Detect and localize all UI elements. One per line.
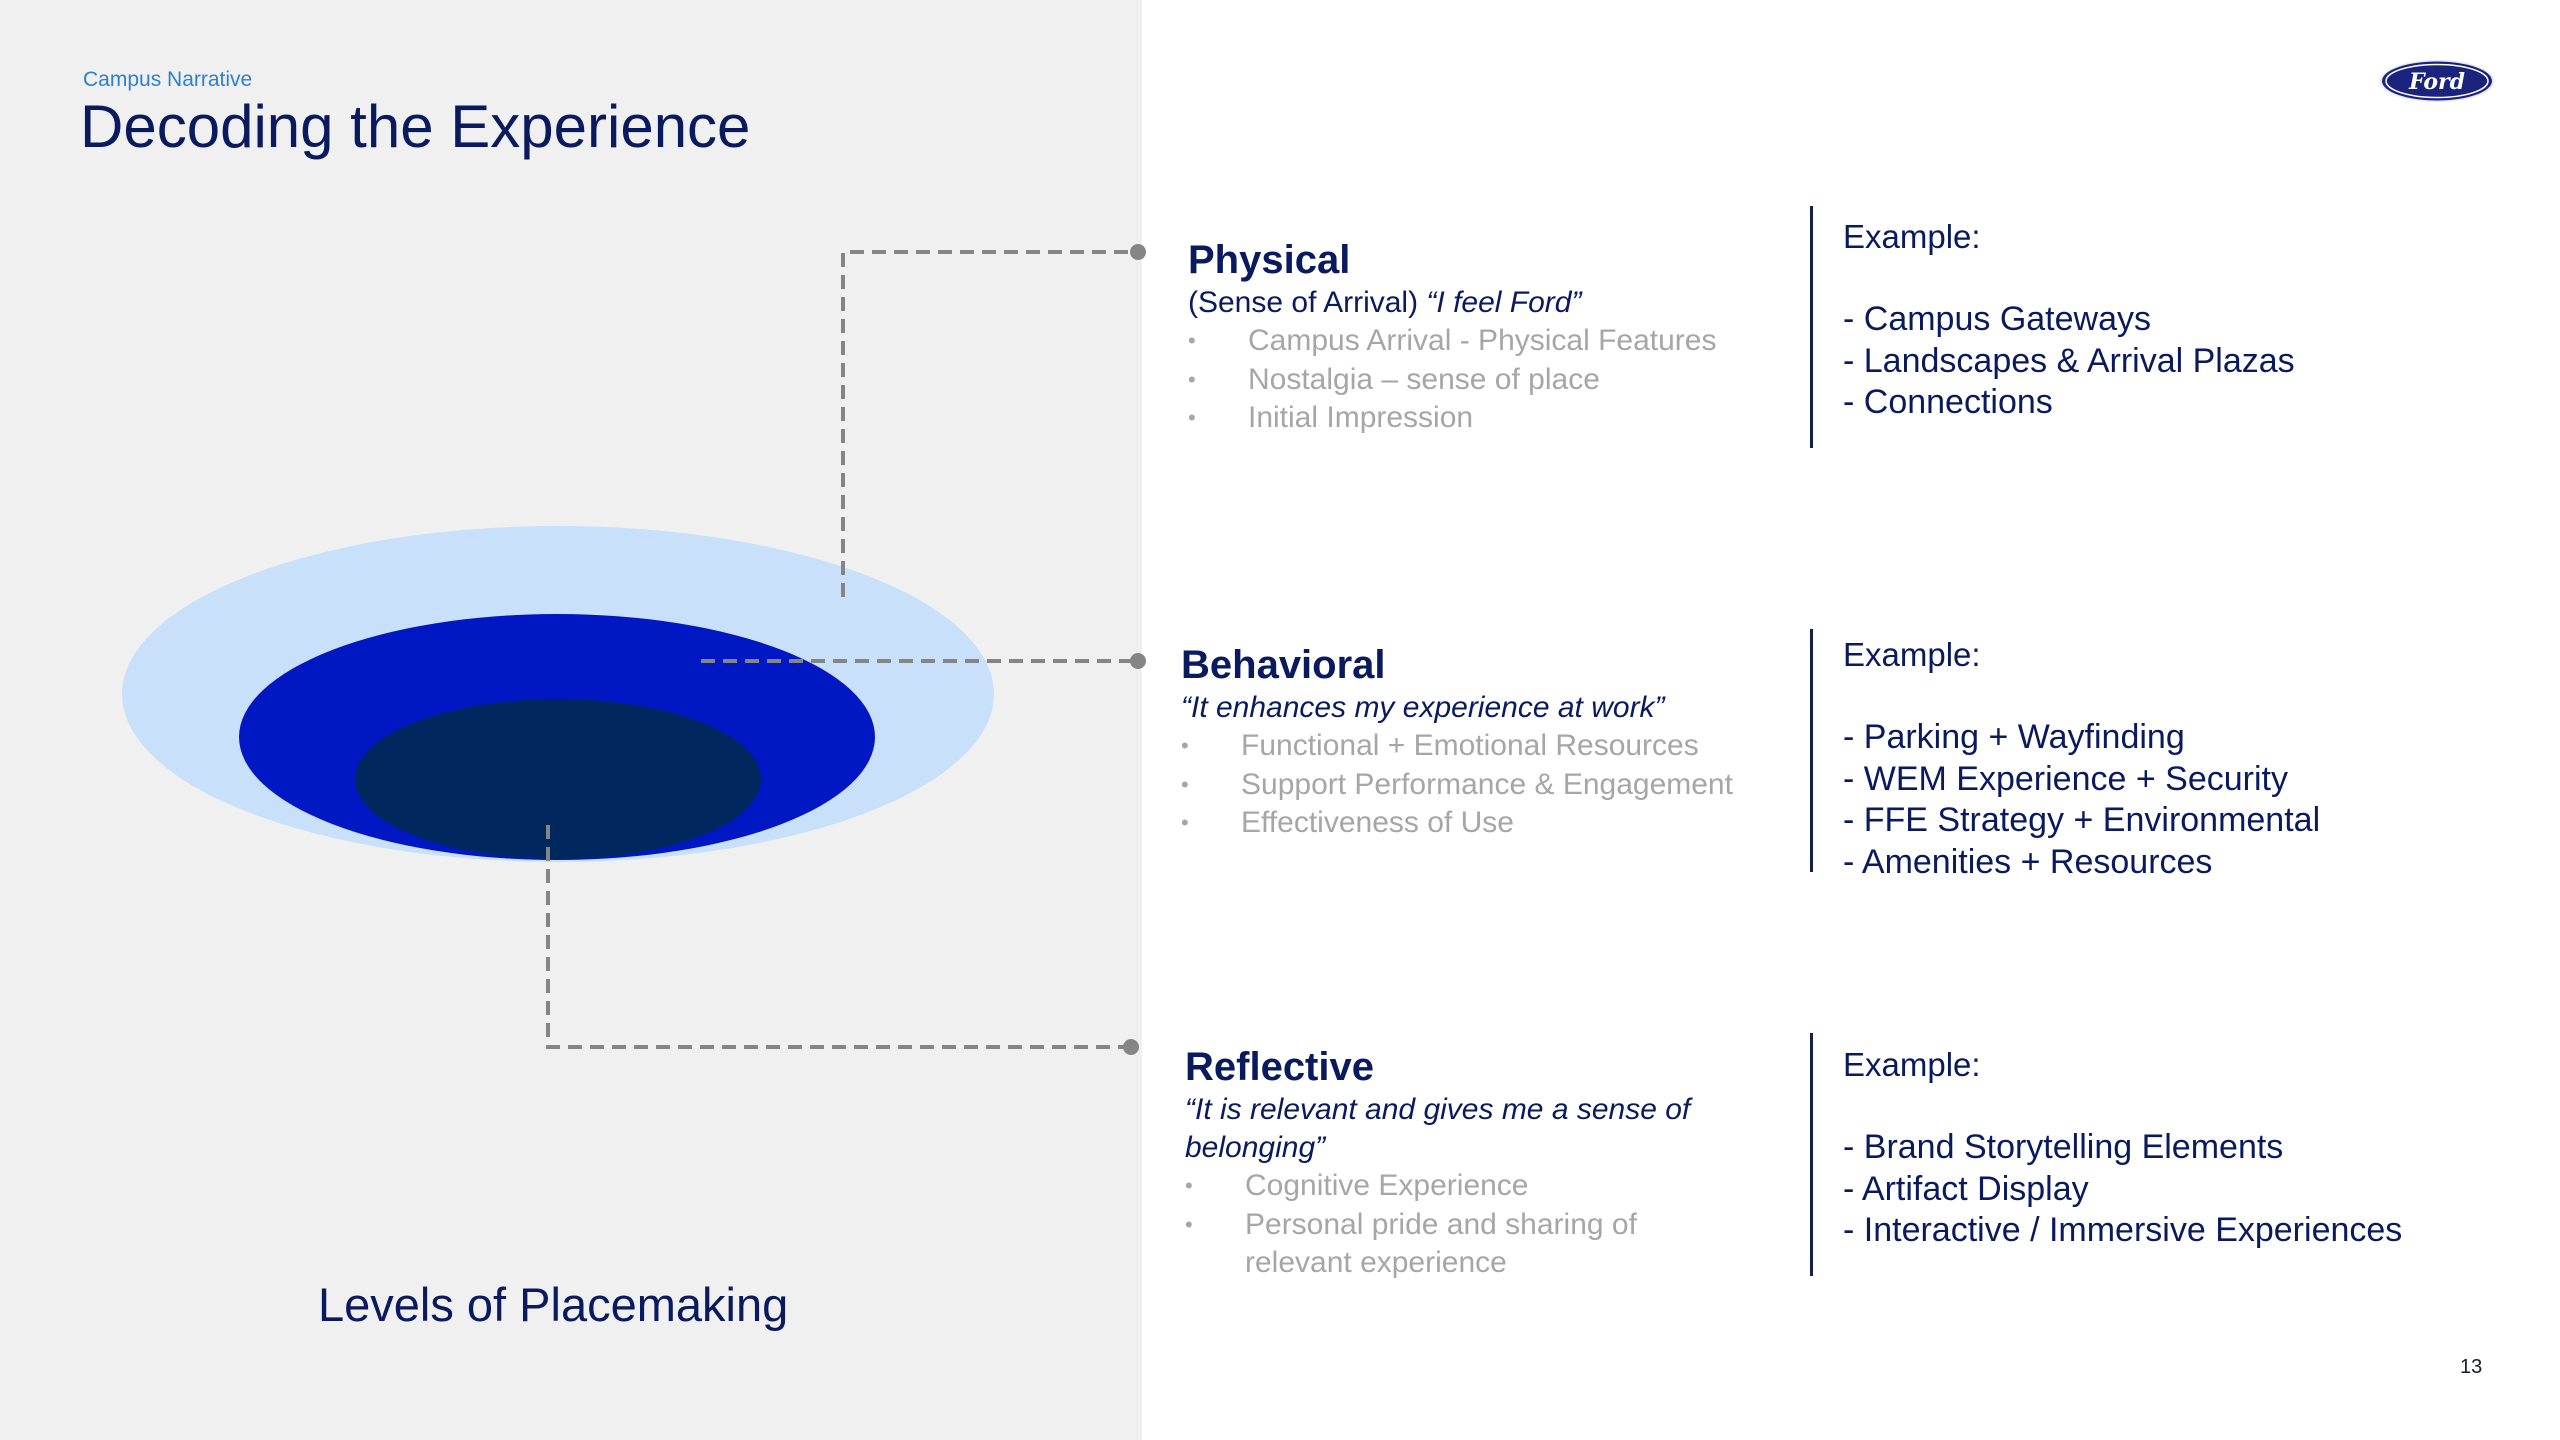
bullet-text: Effectiveness of Use xyxy=(1241,806,1514,839)
section-subtitle: (Sense of Arrival) “I feel Ford” xyxy=(1188,284,1717,322)
divider-behavioral xyxy=(1810,629,1813,872)
list-item: • Personal pride and sharing of xyxy=(1185,1206,1690,1245)
bullet-icon: • xyxy=(1188,405,1196,430)
section-behavioral: Behavioral “It enhances my experience at… xyxy=(1181,641,1733,843)
section-subtitle-line2: belonging” xyxy=(1185,1129,1690,1167)
example-item: - Interactive / Immersive Experiences xyxy=(1843,1211,2403,1249)
divider-physical xyxy=(1810,206,1813,448)
bullet-text: Nostalgia – sense of place xyxy=(1248,362,1600,396)
example-item: - Connections xyxy=(1843,383,2053,421)
ellipse-reflective-level xyxy=(355,699,761,859)
bullet-text: Campus Arrival - Physical Features xyxy=(1248,324,1717,357)
logo-wordmark: Ford xyxy=(2408,69,2465,95)
bullet-icon: • xyxy=(1188,366,1196,392)
list-item: • Effectiveness of Use xyxy=(1181,804,1733,843)
example-label: Example: xyxy=(1843,218,1981,255)
section-heading: Physical xyxy=(1188,238,1351,282)
bullet-list: • Campus Arrival - Physical Features • Nos… xyxy=(1188,322,1717,438)
section-heading: Behavioral xyxy=(1181,643,1386,687)
list-item: • Cognitive Experience xyxy=(1185,1167,1690,1206)
placemaking-diagram xyxy=(122,244,1146,1055)
examples-physical: Example: - Campus Gateways - Landscapes … xyxy=(1843,216,2295,424)
bullet-text: Personal pride and sharing of xyxy=(1245,1207,1637,1241)
bullet-icon: • xyxy=(1181,771,1189,797)
connector-reflective xyxy=(546,825,1128,1049)
bullet-text: Support Performance & Engagement xyxy=(1241,767,1733,801)
connector-dot-physical xyxy=(1130,244,1146,260)
bullet-icon: • xyxy=(1185,1173,1193,1198)
list-item: • Functional + Emotional Resources xyxy=(1181,727,1733,766)
subtitle-quote: “It enhances my experience at work” xyxy=(1181,691,1665,724)
example-label: Example: xyxy=(1843,1046,1981,1083)
list-item: • Support Performance & Engagement xyxy=(1181,766,1733,805)
examples-reflective: Example: - Brand Storytelling Elements -… xyxy=(1843,1044,2402,1252)
page-number: 13 xyxy=(2460,1356,2483,1378)
subtitle-quote-continued: belonging” xyxy=(1185,1131,1326,1164)
subtitle-plain: (Sense of Arrival) xyxy=(1188,286,1427,319)
example-item: - Brand Storytelling Elements xyxy=(1843,1128,2284,1166)
bullet-icon: • xyxy=(1188,328,1196,353)
example-item: - Landscapes & Arrival Plazas xyxy=(1843,341,2295,380)
connector-physical xyxy=(841,250,1135,597)
bullet-text: Cognitive Experience xyxy=(1245,1169,1529,1202)
section-subtitle: “It is relevant and gives me a sense of xyxy=(1185,1091,1690,1129)
section-subtitle: “It enhances my experience at work” xyxy=(1181,689,1733,727)
section-physical: Physical (Sense of Arrival) “I feel Ford… xyxy=(1188,236,1717,438)
example-item: - Campus Gateways xyxy=(1843,300,2151,338)
section-reflective: Reflective “It is relevant and gives me … xyxy=(1185,1043,1690,1283)
page-title: Decoding the Experience xyxy=(80,93,751,160)
bullet-list: • Functional + Emotional Resources • Suppo… xyxy=(1181,727,1733,843)
bullet-icon: • xyxy=(1185,1211,1193,1237)
bullet-icon: • xyxy=(1181,733,1189,758)
connector-dot-behavioral xyxy=(1130,653,1146,669)
subtitle-quote: “It is relevant and gives me a sense of xyxy=(1185,1093,1691,1126)
example-item: - Artifact Display xyxy=(1843,1169,2089,1208)
list-item: • Nostalgia – sense of place xyxy=(1188,361,1717,400)
bullet-text: Functional + Emotional Resources xyxy=(1241,729,1699,762)
bullet-text: relevant experience xyxy=(1245,1246,1507,1279)
connector-dot-reflective xyxy=(1123,1039,1139,1055)
subtitle-quote: “I feel Ford” xyxy=(1426,286,1582,319)
list-item-continuation: relevant experience xyxy=(1185,1244,1690,1283)
example-item: - Parking + Wayfinding xyxy=(1843,718,2185,756)
list-item: • Campus Arrival - Physical Features xyxy=(1188,322,1717,361)
bullet-icon: • xyxy=(1181,810,1189,835)
bullet-text: Initial Impression xyxy=(1248,401,1474,434)
bullet-list: • Cognitive Experience • Personal pride an… xyxy=(1185,1167,1690,1283)
example-item: - WEM Experience + Security xyxy=(1843,759,2288,798)
example-item: - Amenities + Resources xyxy=(1843,842,2213,881)
ford-oval-logo-icon: Ford xyxy=(2380,60,2494,102)
list-item: • Initial Impression xyxy=(1188,399,1717,438)
example-item: - FFE Strategy + Environmental xyxy=(1843,801,2321,839)
section-heading: Reflective xyxy=(1185,1045,1374,1089)
diagram-caption: Levels of Placemaking xyxy=(318,1278,789,1331)
divider-reflective xyxy=(1810,1033,1813,1276)
examples-behavioral: Example: - Parking + Wayfinding - WEM Ex… xyxy=(1843,634,2320,883)
section-eyebrow: Campus Narrative xyxy=(83,68,253,91)
example-label: Example: xyxy=(1843,636,1981,673)
